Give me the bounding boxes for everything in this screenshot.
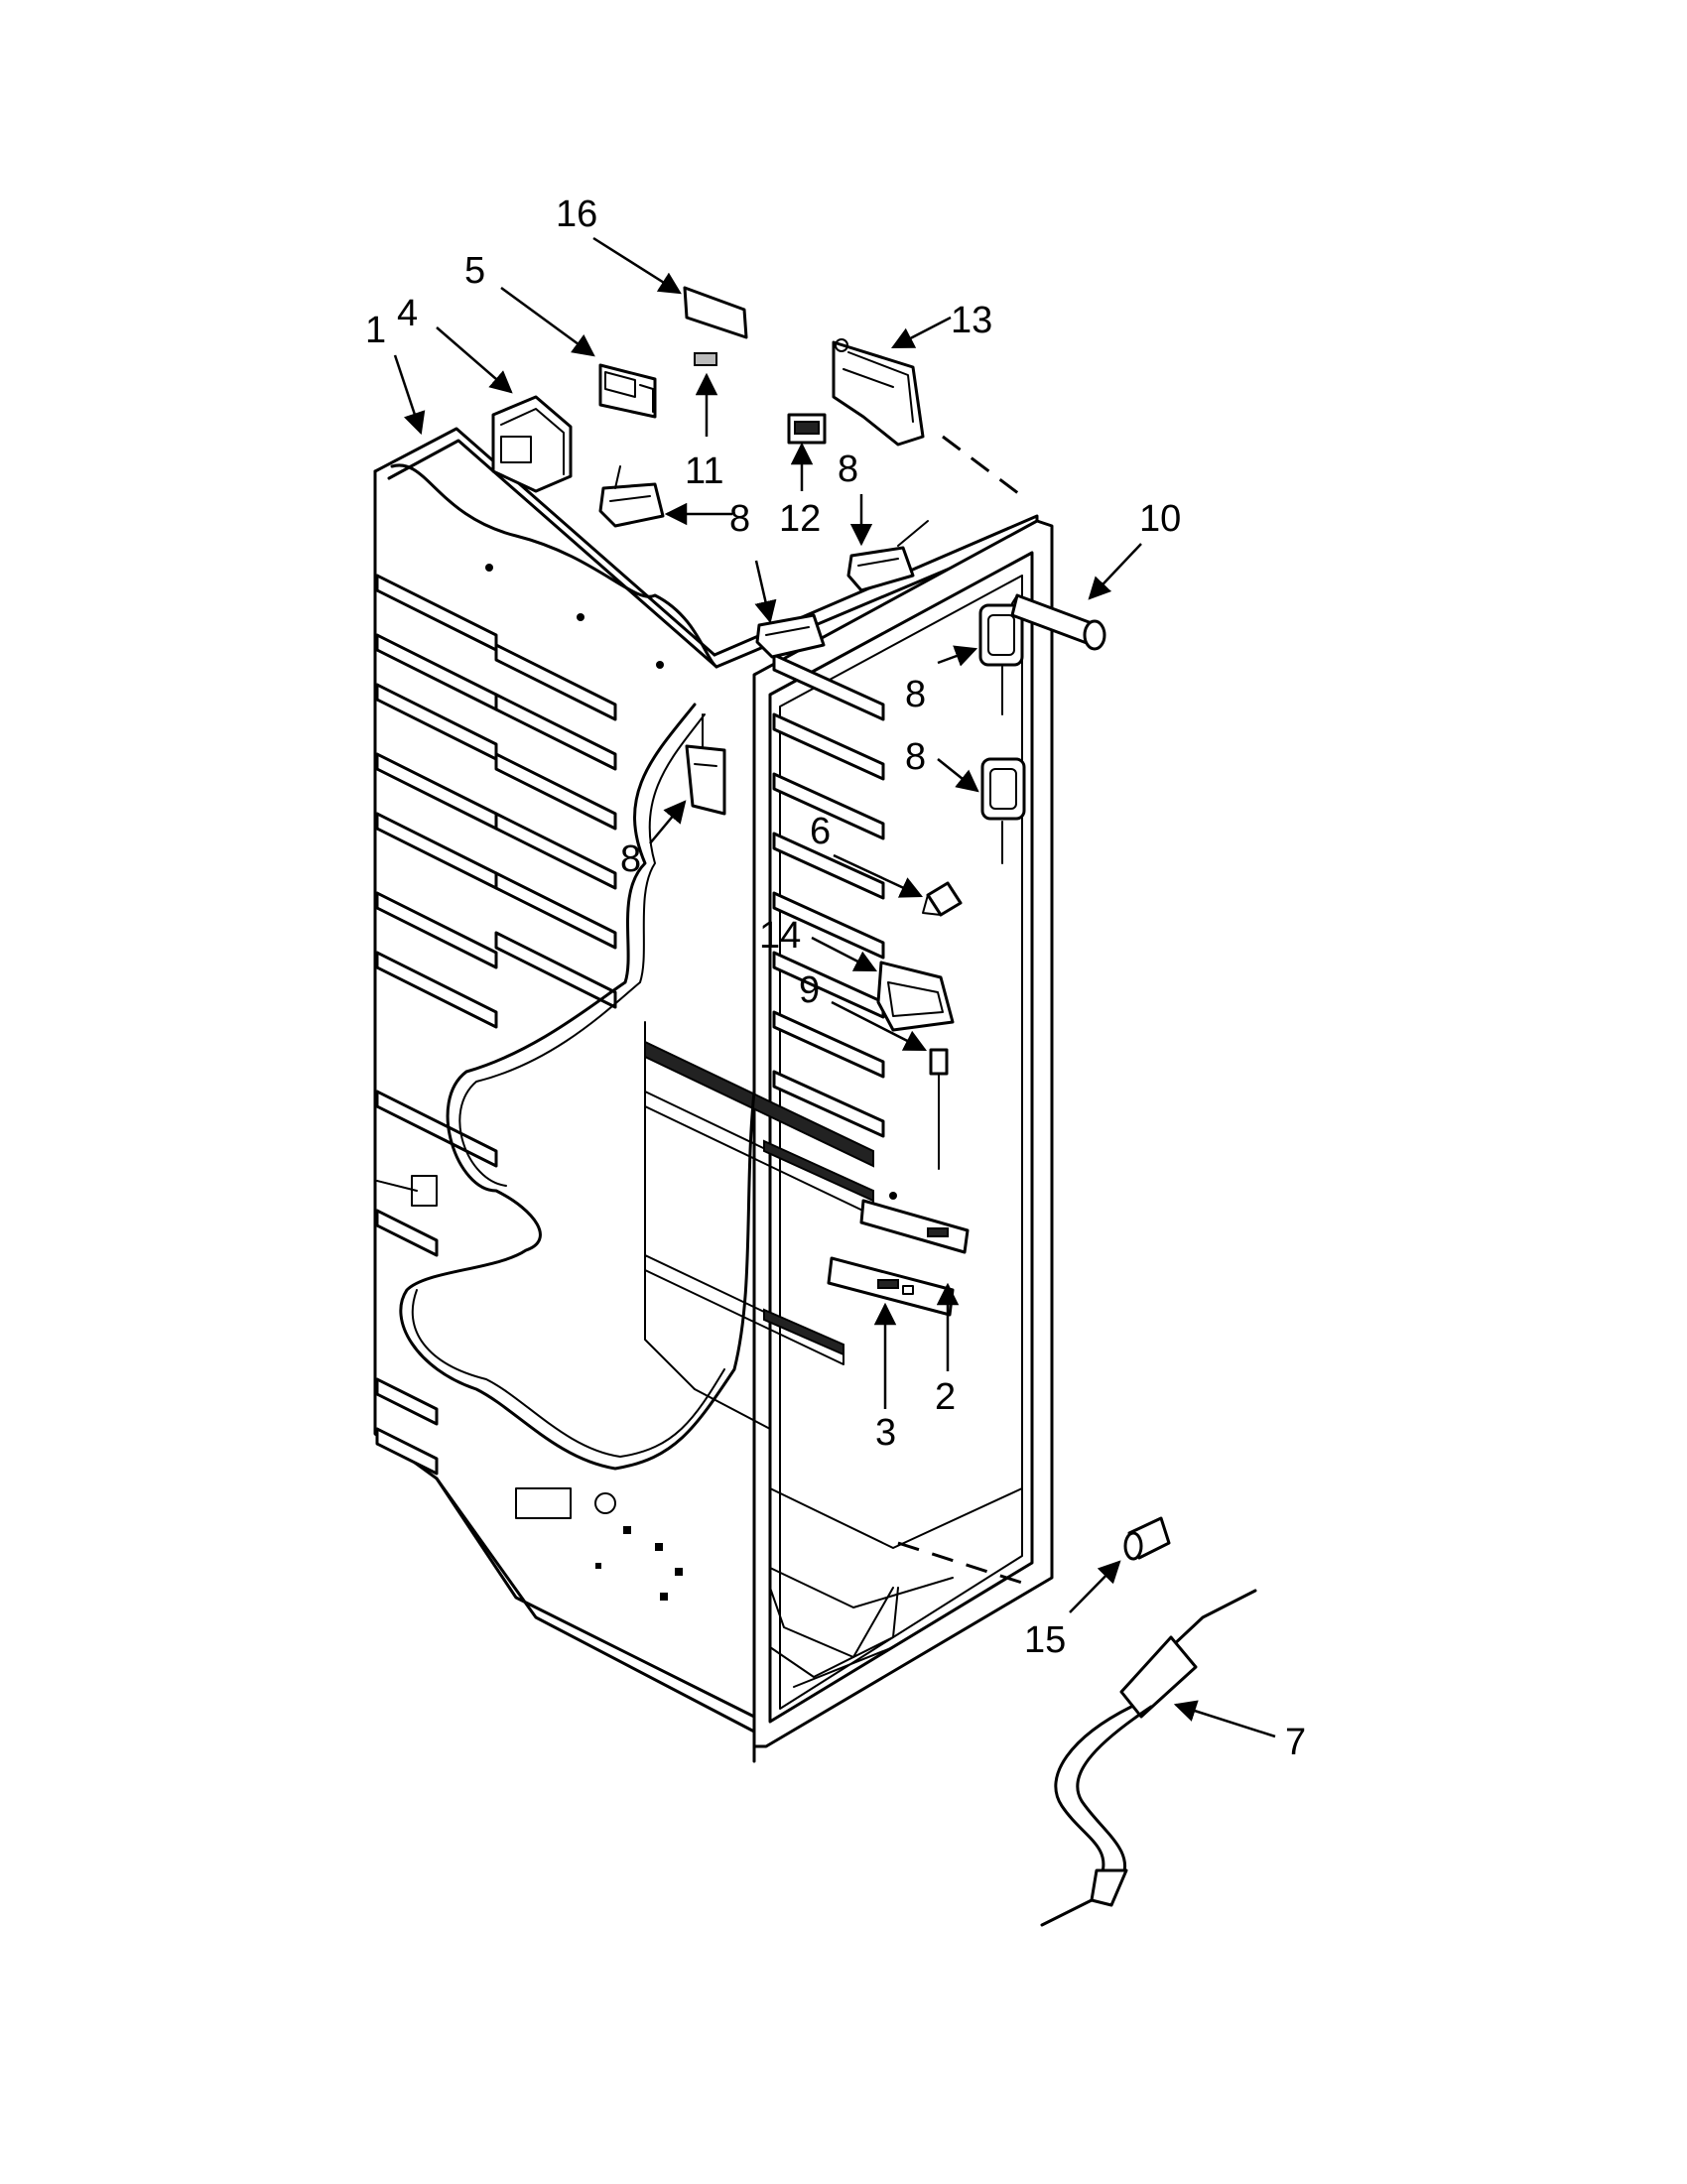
callout-8a: 8 <box>729 498 750 540</box>
part-8-light-a <box>598 465 665 528</box>
callout-15: 15 <box>1024 1619 1066 1661</box>
part-9-sensor <box>929 1048 949 1170</box>
callout-16: 16 <box>556 193 597 235</box>
callout-11: 11 <box>685 450 723 492</box>
part-7-tube <box>1040 1589 1257 1927</box>
part-5-cover <box>598 363 657 419</box>
part-13-bracket <box>832 338 925 447</box>
part-6-clip <box>922 881 963 917</box>
part-10-filter <box>1010 593 1106 651</box>
part-8-light-f <box>685 713 726 816</box>
part-11-connector <box>694 352 717 366</box>
part-12-module <box>787 413 827 445</box>
shelf-rails-right <box>772 653 885 1138</box>
callout-4: 4 <box>397 293 418 334</box>
part-8-light-d <box>978 603 1024 715</box>
part-14-holder <box>876 961 955 1032</box>
callout-2: 2 <box>935 1376 956 1418</box>
part-3-plate <box>827 1256 955 1317</box>
liner-body <box>373 427 1054 1763</box>
part-8-light-c <box>755 613 826 659</box>
callout-1: 1 <box>365 310 386 351</box>
shelf-rails-left <box>375 574 617 1476</box>
callout-13: 13 <box>951 300 992 341</box>
callout-8d: 8 <box>905 736 926 778</box>
part-8-light-e <box>980 757 1026 864</box>
part-8-light-b <box>846 520 929 592</box>
callout-10: 10 <box>1139 498 1181 540</box>
callout-14: 14 <box>759 915 801 957</box>
callout-labels: 1 2 3 4 5 6 7 8 8 8 8 8 8 9 10 11 12 13 … <box>365 193 1306 1763</box>
callout-3: 3 <box>875 1412 896 1454</box>
callout-5: 5 <box>464 250 485 292</box>
callout-8b: 8 <box>838 449 858 490</box>
callout-8c: 8 <box>905 674 926 715</box>
callout-9: 9 <box>799 969 820 1011</box>
callout-12: 12 <box>779 498 821 540</box>
callout-6: 6 <box>810 811 831 852</box>
leader-lines <box>393 236 1276 1738</box>
part-4-housing <box>491 395 573 493</box>
callout-8e: 8 <box>620 838 641 880</box>
part-15-coupling <box>1123 1516 1171 1561</box>
part-16-panel <box>683 286 748 339</box>
part-2-plate <box>859 1199 970 1254</box>
callout-7: 7 <box>1285 1722 1306 1763</box>
